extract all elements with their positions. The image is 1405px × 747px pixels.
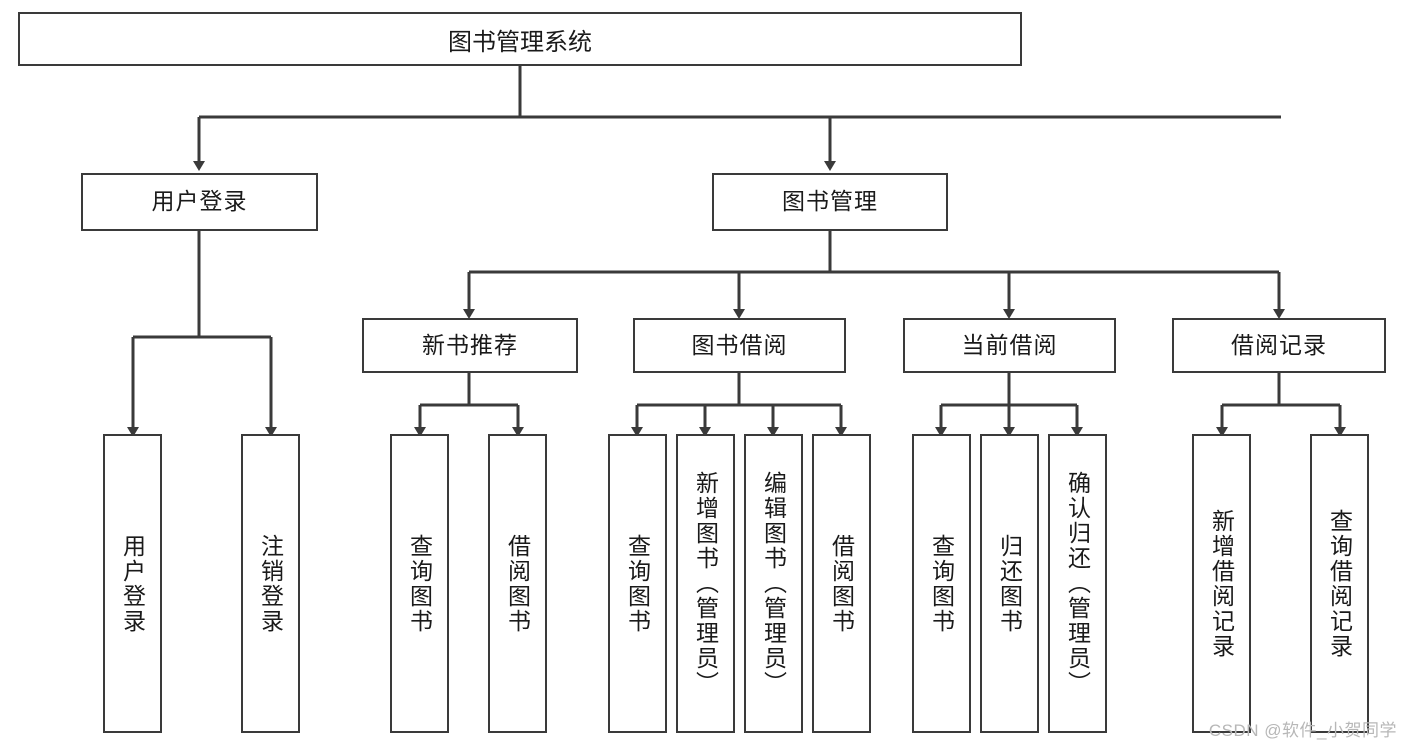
leaf-logout-login[interactable]: 注销登录 xyxy=(241,434,300,733)
leaf-confirm-return-admin[interactable]: 确认归还（管理员） xyxy=(1048,434,1107,733)
node-label: 图书管理系统 xyxy=(448,28,592,56)
node-label: 查询图书 xyxy=(624,533,651,634)
leaf-add-borrow-record[interactable]: 新增借阅记录 xyxy=(1192,434,1251,733)
node-label: 借阅记录 xyxy=(1231,331,1327,358)
node-label: 用户登录 xyxy=(119,533,146,634)
leaf-edit-book-admin[interactable]: 编辑图书（管理员） xyxy=(744,434,803,733)
node-label: 图书借阅 xyxy=(691,331,788,358)
leaf-query-book-recommend[interactable]: 查询图书 xyxy=(390,434,449,733)
node-label: 当前借阅 xyxy=(961,331,1058,358)
leaf-query-borrow-record[interactable]: 查询借阅记录 xyxy=(1310,434,1369,733)
node-label: 用户登录 xyxy=(151,188,248,215)
node-book-management[interactable]: 图书管理 xyxy=(712,173,948,231)
leaf-user-login[interactable]: 用户登录 xyxy=(103,434,162,733)
node-user-login[interactable]: 用户登录 xyxy=(81,173,318,231)
node-new-book-recommend[interactable]: 新书推荐 xyxy=(362,318,578,373)
node-label: 查询图书 xyxy=(928,533,955,634)
leaf-add-book-admin[interactable]: 新增图书（管理员） xyxy=(676,434,735,733)
node-label: 编辑图书（管理员） xyxy=(760,471,787,696)
leaf-borrow-book[interactable]: 借阅图书 xyxy=(812,434,871,733)
node-label: 新增图书（管理员） xyxy=(692,471,719,696)
node-label: 新增借阅记录 xyxy=(1208,508,1235,659)
node-label: 查询图书 xyxy=(406,533,433,634)
node-label: 注销登录 xyxy=(257,533,284,634)
node-label: 确认归还（管理员） xyxy=(1064,471,1091,696)
csdn-watermark: CSDN @软件_小贺同学 xyxy=(1208,721,1397,740)
node-label: 新书推荐 xyxy=(422,331,518,358)
node-borrow-record[interactable]: 借阅记录 xyxy=(1172,318,1386,373)
leaf-return-book[interactable]: 归还图书 xyxy=(980,434,1039,733)
node-label: 借阅图书 xyxy=(504,533,531,634)
leaf-query-book-borrow[interactable]: 查询图书 xyxy=(608,434,667,733)
node-root-system[interactable]: 图书管理系统 xyxy=(18,12,1022,66)
leaf-query-book-current[interactable]: 查询图书 xyxy=(912,434,971,733)
node-label: 图书管理 xyxy=(782,188,878,215)
node-label: 借阅图书 xyxy=(828,533,855,634)
node-label: 归还图书 xyxy=(996,533,1023,634)
leaf-borrow-book-recommend[interactable]: 借阅图书 xyxy=(488,434,547,733)
node-label: 查询借阅记录 xyxy=(1326,508,1353,659)
node-book-borrow[interactable]: 图书借阅 xyxy=(633,318,846,373)
node-current-borrow[interactable]: 当前借阅 xyxy=(903,318,1116,373)
